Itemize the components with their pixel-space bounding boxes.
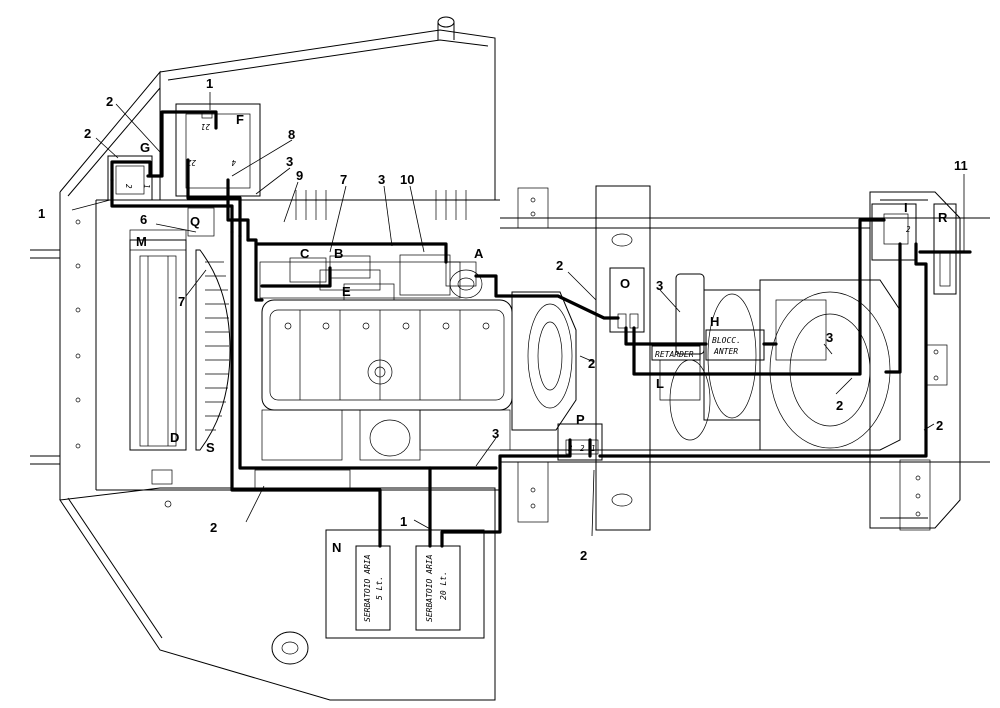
transmission — [659, 273, 901, 451]
component-N: N — [332, 540, 341, 555]
blocc-line2-text: ANTER — [713, 347, 738, 356]
engine-block — [254, 190, 577, 491]
callout-1-top: 1 — [206, 76, 213, 91]
callout-11: 11 — [954, 158, 968, 173]
tank-small-line1-text: SERBATOIO ARIA — [363, 554, 372, 622]
port-I-2-label: 2 — [906, 225, 911, 234]
component-Q: Q — [190, 214, 200, 229]
callout-3-lower: 3 — [492, 426, 499, 441]
callout-labels: 1 2 2 1 8 3 9 7 3 10 6 7 2 3 3 2 3 1 2 2… — [38, 76, 968, 563]
component-M: M — [136, 234, 147, 249]
callout-2-upper: 2 — [106, 94, 113, 109]
callout-1-left: 1 — [38, 206, 45, 221]
callout-3-upper: 3 — [286, 154, 293, 169]
callout-7-upper: 7 — [340, 172, 347, 187]
component-B: B — [334, 246, 343, 261]
callout-3-trans: 3 — [656, 278, 663, 293]
callout-10: 10 — [400, 172, 414, 187]
component-I: I — [904, 200, 908, 215]
component-F: F — [236, 112, 244, 127]
callout-1-bottom: 1 — [400, 514, 407, 529]
component-O: O — [620, 276, 630, 291]
component-D: D — [170, 430, 179, 445]
port-4-label: 4 — [231, 158, 236, 167]
component-letters: A B C D E F G H I L M N O P Q R S — [136, 112, 948, 555]
port-22-label: 22 — [186, 158, 196, 167]
component-L: L — [656, 376, 664, 391]
callout-2-left: 2 — [84, 126, 91, 141]
callout-2-bottom: 2 — [580, 548, 587, 563]
callout-8: 8 — [288, 127, 295, 142]
blocc-line1-text: BLOCC. — [712, 336, 741, 345]
callout-2-far-right: 2 — [936, 418, 943, 433]
callout-6: 6 — [140, 212, 147, 227]
component-boxes: 21 22 4 2 1 BLOCC. ANTER RETARDER 2 — [107, 103, 957, 639]
leader-lines — [71, 92, 965, 537]
tank-large-line2-text: 20 Lt. — [439, 571, 448, 600]
port-G-2-label: 2 — [124, 184, 133, 189]
component-A: A — [474, 246, 484, 261]
callout-3-right: 3 — [826, 330, 833, 345]
port-G-1-label: 1 — [142, 184, 151, 189]
port-P-2-label: 2 — [580, 444, 585, 453]
component-C: C — [300, 246, 310, 261]
callout-2-engine: 2 — [588, 356, 595, 371]
port-P-1-label: 1 — [591, 444, 596, 453]
component-E: E — [342, 284, 351, 299]
component-H: H — [710, 314, 719, 329]
tank-large-line1-text: SERBATOIO ARIA — [425, 554, 434, 622]
air-pipes — [110, 110, 972, 548]
callout-2-right: 2 — [836, 398, 843, 413]
callout-2-bottom-left: 2 — [210, 520, 217, 535]
component-P: P — [576, 412, 585, 427]
retarder-text: RETARDER — [655, 350, 694, 359]
component-R: R — [938, 210, 948, 225]
callout-3-mid: 3 — [378, 172, 385, 187]
radiator — [129, 239, 231, 451]
callout-2-center: 2 — [556, 258, 563, 273]
component-S: S — [206, 440, 215, 455]
callout-9: 9 — [296, 168, 303, 183]
callout-7-lower: 7 — [178, 294, 185, 309]
vehicle-body-outline — [30, 16, 990, 701]
component-G: G — [140, 140, 150, 155]
port-21-label: 21 — [201, 122, 210, 131]
tank-small-line2-text: 5 Lt. — [375, 576, 384, 600]
